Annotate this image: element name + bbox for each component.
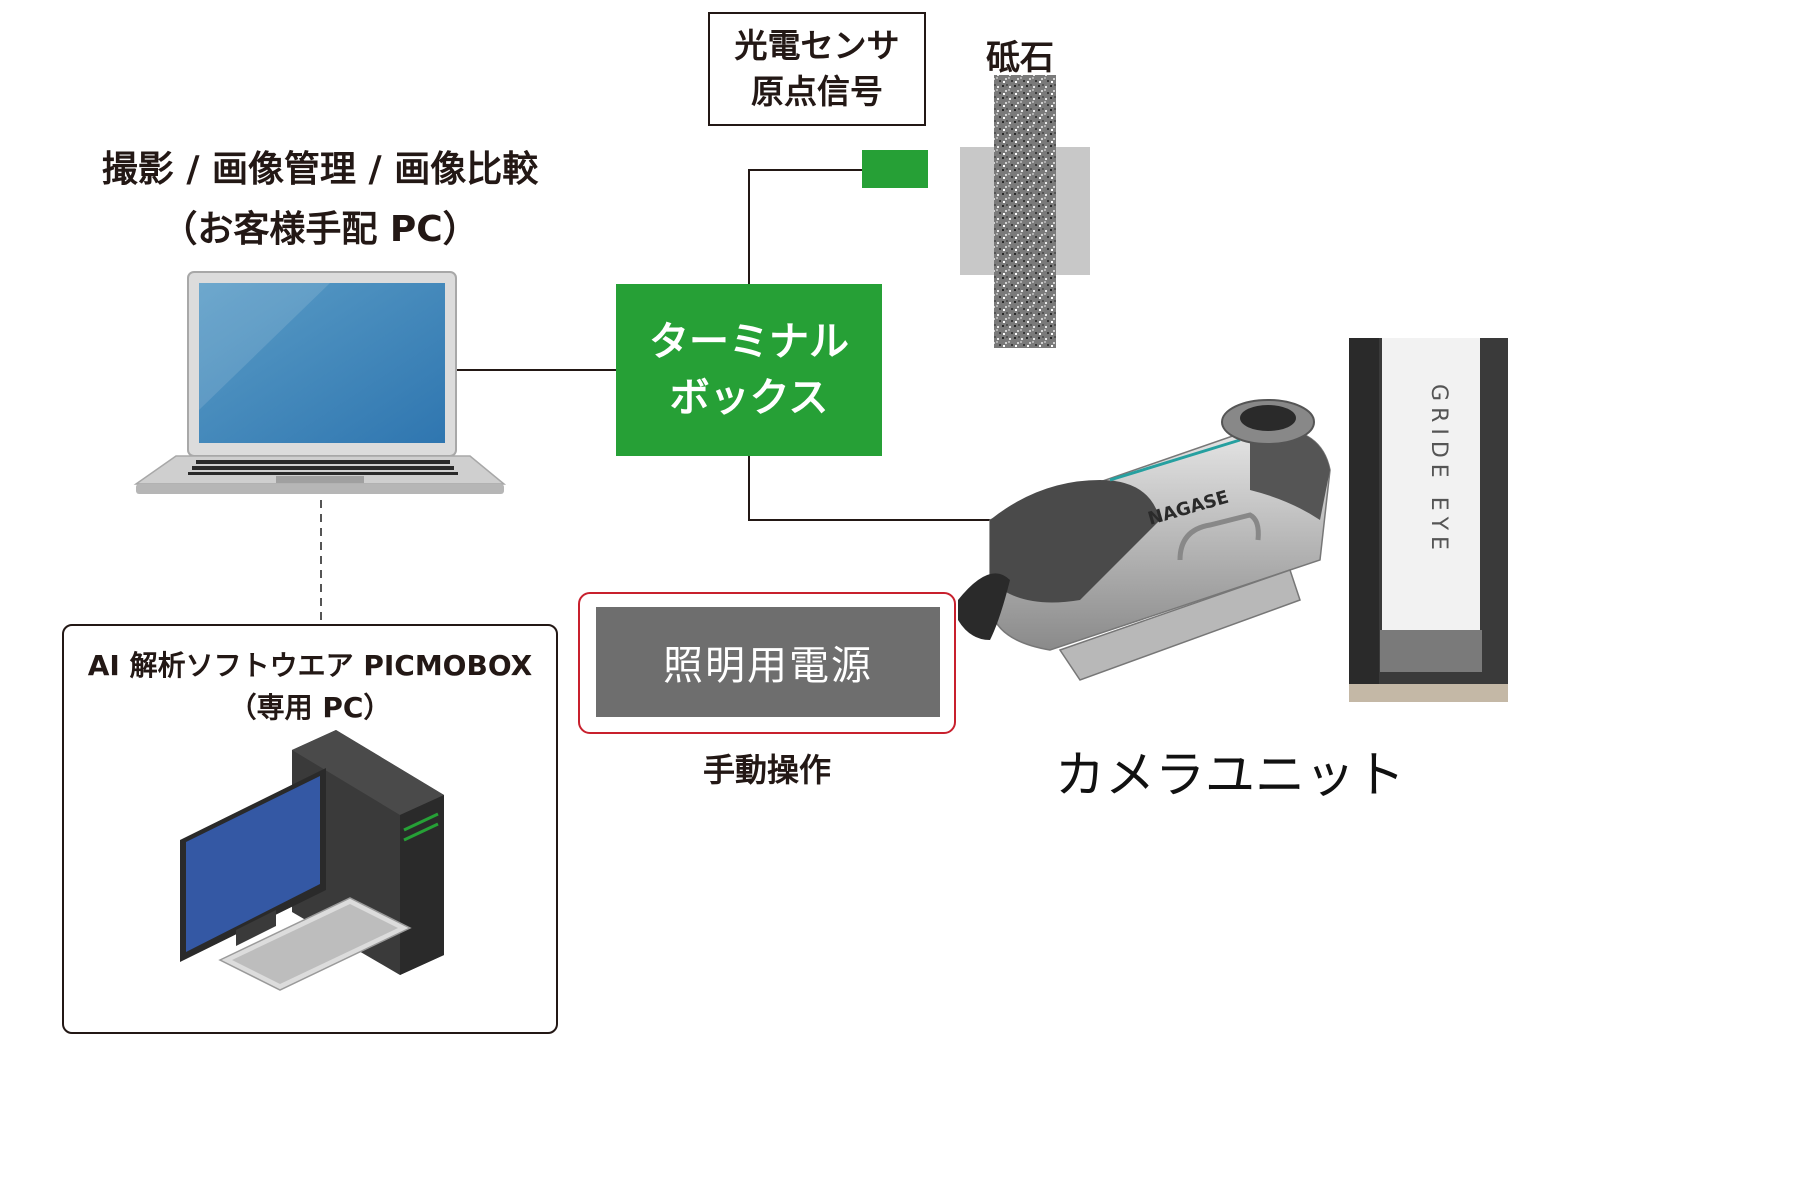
camera-stripe (1109, 438, 1241, 482)
pc-tower-top (292, 730, 444, 815)
monitor-screen (186, 776, 320, 952)
gride-eye-text: GRIDE EYE (1426, 384, 1451, 556)
ai-software-box (62, 624, 558, 1034)
terminal-line2: ボックス (669, 375, 829, 421)
keyboard-keys (232, 904, 398, 984)
whetstone (960, 75, 1090, 348)
camera-unit: NAGASE (958, 399, 1331, 681)
camera-front-cap (990, 480, 1160, 603)
terminal-to-camera-line (748, 456, 990, 521)
whetstone-wheel (994, 75, 1056, 348)
laptop-trackpad (276, 476, 364, 483)
camera-base-plate (1058, 569, 1301, 681)
laptop (133, 271, 507, 494)
camera-lens (1240, 405, 1296, 431)
screen-glare (199, 283, 330, 410)
photo-floor (1349, 684, 1508, 702)
camera-handle (1177, 512, 1261, 561)
power-frame (578, 592, 956, 734)
terminal-box: ターミナル ボックス (616, 284, 882, 456)
camera-unit-label: カメラユニット (1055, 746, 1405, 804)
laptop-front-edge (136, 484, 504, 494)
photoelectric-sensor (862, 150, 928, 188)
manual-operation-label: 手動操作 (702, 751, 831, 789)
laptop-screen (199, 283, 445, 443)
desktop-pc (180, 730, 444, 991)
pc-tower-led (403, 812, 439, 832)
sensor-line2: 原点信号 (751, 72, 883, 111)
terminal-to-sensor-line (748, 169, 862, 284)
ai-title-line1: AI 解析ソフトウエア PICMOBOX (87, 649, 533, 682)
ai-title-line2: （専用 PC） (228, 691, 392, 724)
whetstone-label: 砥石 (986, 38, 1054, 78)
pc-title-line1: 撮影 / 画像管理 / 画像比較 (101, 149, 539, 190)
pc-tower-led (403, 822, 439, 842)
laptop-keyboard (188, 460, 458, 475)
lighting-power-box: 照明用電源 (596, 607, 940, 717)
gride-eye-lens-ring (1380, 630, 1482, 672)
photo-left-shadow (1349, 338, 1379, 702)
sensor-line1: 光電センサ (734, 26, 900, 65)
monitor-stand (236, 910, 276, 946)
pc-tower-front (400, 795, 444, 975)
sensor-label-box: 光電センサ 原点信号 (708, 12, 926, 126)
ai-title: AI 解析ソフトウエア PICMOBOX （専用 PC） (62, 645, 558, 729)
gride-eye-housing (1382, 338, 1480, 638)
pc-title-line2: （お客様手配 PC） (161, 209, 479, 250)
camera-cable-gland (958, 573, 1010, 640)
system-diagram: NAGASE GRIDE EYE 撮影 / 画像管理 / 画像比較 （お客様手配… (40, 12, 1508, 1034)
gride-eye-photo: GRIDE EYE (1349, 338, 1508, 702)
connection-lines (320, 169, 990, 624)
camera-rear-cap (1250, 428, 1330, 520)
pc-title: 撮影 / 画像管理 / 画像比較 （お客様手配 PC） (40, 140, 600, 260)
terminal-line1: ターミナル (649, 319, 849, 365)
illustrations: NAGASE GRIDE EYE (133, 75, 1508, 991)
